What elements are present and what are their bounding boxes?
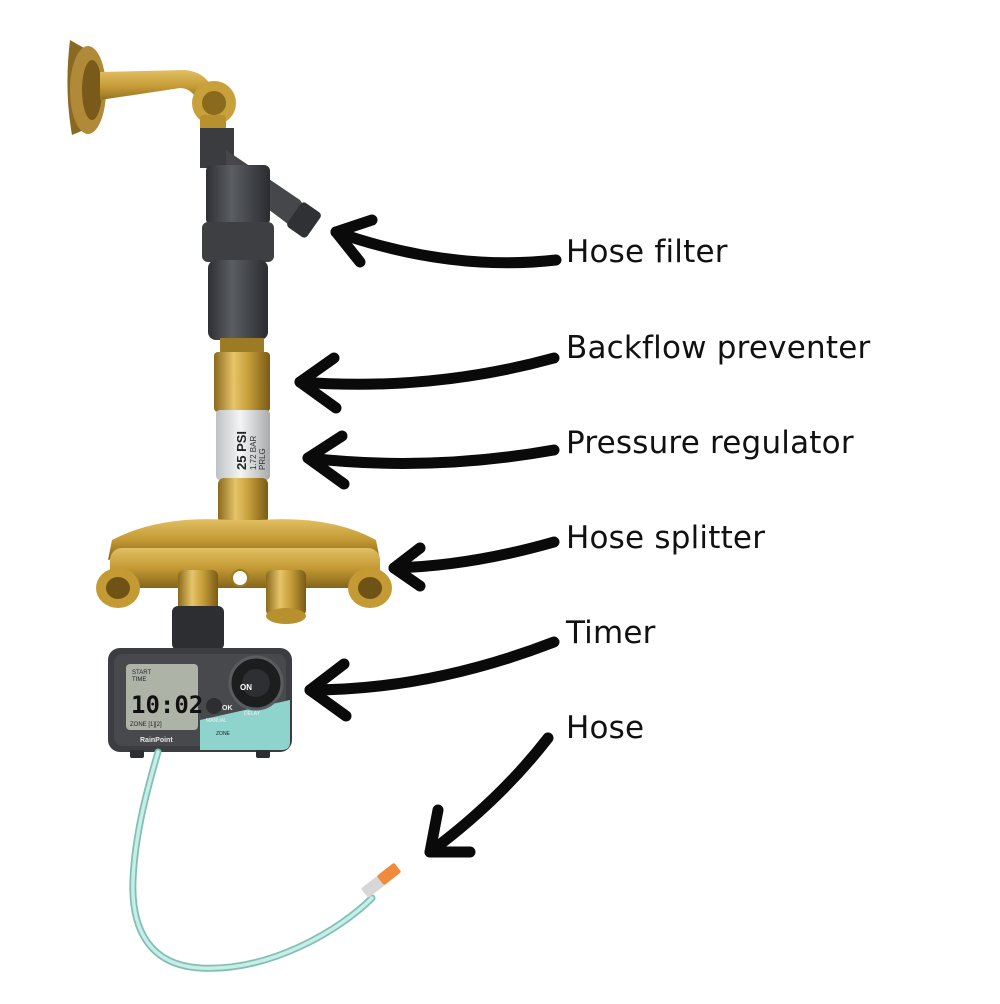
- regulator-bar-text: 1.72 BAR: [249, 436, 258, 470]
- pressure-regulator: 25 PSI 1.72 BAR PRLG: [216, 410, 270, 480]
- label-hose-splitter: Hose splitter: [566, 520, 766, 556]
- arrow-splitter-head: [388, 542, 426, 592]
- outdoor-spigot: [67, 40, 236, 135]
- arrow-pressure: [302, 444, 560, 469]
- timer-ok-button[interactable]: [206, 698, 222, 714]
- timer-connector: [172, 606, 224, 650]
- regulator-model-text: PRLG: [258, 448, 267, 470]
- arrow-timer: [304, 636, 560, 696]
- label-hose-filter: Hose filter: [566, 234, 728, 270]
- arrow-hose: [424, 732, 554, 858]
- regulator-psi-text: 25 PSI: [234, 431, 249, 470]
- hose-splitter: [96, 519, 392, 624]
- arrow-backflow: [294, 352, 560, 390]
- timer-zone-label: ZONE [1][2]: [130, 722, 162, 728]
- hose: [129, 748, 401, 972]
- irrigation-timer: START TIME 10:02 ZONE [1][2] RainPoint O…: [108, 648, 292, 758]
- arrow-hose-filter-head: [330, 214, 378, 268]
- arrow-pressure-head: [302, 430, 350, 490]
- brass-coupling: [218, 478, 268, 524]
- timer-time-label: TIME: [132, 677, 146, 683]
- timer-dial-on-label: ON: [240, 683, 252, 692]
- timer-zone-button-label: ZONE: [216, 731, 231, 737]
- timer-delay-label: DELAY: [244, 711, 261, 717]
- timer-clock-readout: 10:02: [131, 691, 203, 719]
- callout-arrows: [294, 214, 562, 858]
- arrow-splitter: [388, 536, 560, 574]
- label-backflow-preventer: Backflow preventer: [566, 330, 871, 366]
- timer-start-label: START: [132, 670, 151, 676]
- label-hose: Hose: [566, 710, 645, 746]
- timer-brand: RainPoint: [140, 737, 173, 744]
- label-timer: Timer: [566, 615, 656, 651]
- arrow-timer-head: [304, 658, 352, 722]
- arrow-hose-filter: [330, 226, 562, 269]
- hose-filter: [200, 128, 321, 340]
- arrow-backflow-head: [294, 352, 342, 414]
- backflow-preventer: [214, 338, 270, 412]
- timer-manual-label: MANUAL: [206, 718, 227, 724]
- timer-ok-label: OK: [222, 705, 233, 712]
- arrow-hose-head: [424, 804, 476, 858]
- label-pressure-regulator: Pressure regulator: [566, 425, 854, 461]
